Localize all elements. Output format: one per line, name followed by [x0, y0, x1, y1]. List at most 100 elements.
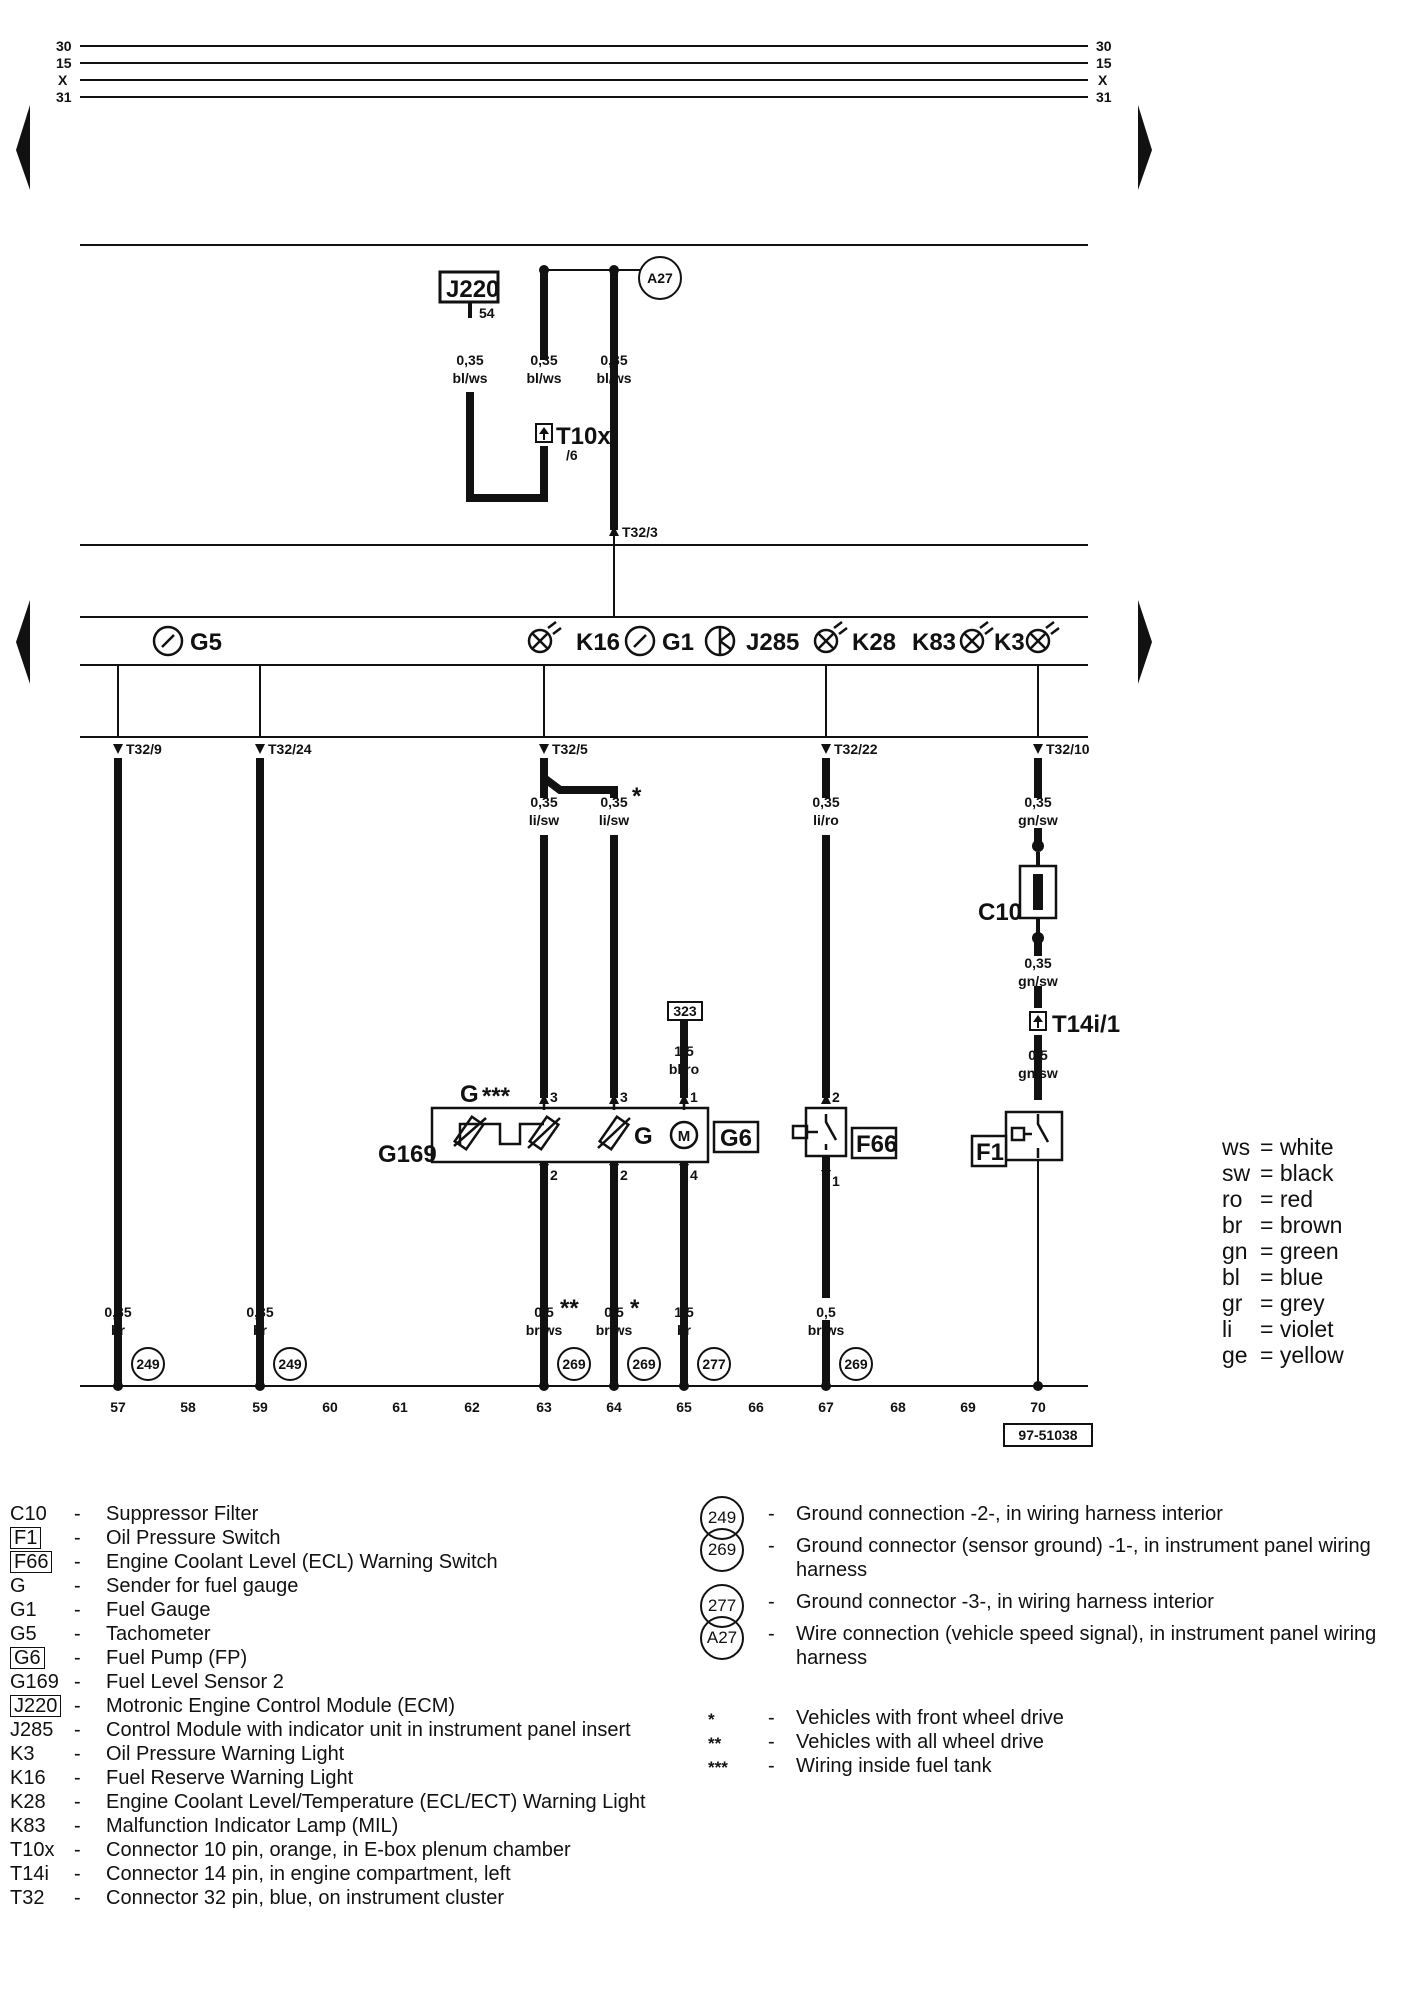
wire-size: 0,5: [1028, 1047, 1048, 1063]
legend-dash: -: [74, 1647, 81, 1669]
g6-box: [712, 1120, 760, 1154]
g169-sensor-icon: [452, 1114, 487, 1152]
c10-terminal: [1032, 840, 1044, 852]
legend-code: K3: [10, 1743, 35, 1765]
pin-3: 3: [550, 1089, 558, 1105]
legend-dash: -: [74, 1599, 81, 1621]
wire-size: 0,35: [246, 1304, 273, 1320]
g-sender-icon-63: [527, 1114, 561, 1152]
wiring-diagram: 30 15 X 31 30 15 X 31 J220 54 A27 0,35 b…: [16, 38, 1152, 1447]
t32-22-label: T32/22: [834, 741, 878, 757]
ground-circle-icon: A27: [700, 1616, 744, 1660]
box-323: [667, 1001, 703, 1021]
box-323-label: 323: [673, 1003, 697, 1019]
ground-269-c: 269: [839, 1347, 873, 1381]
legend-description: Engine Coolant Level (ECL) Warning Switc…: [106, 1551, 498, 1573]
f1-box: [970, 1134, 1008, 1168]
svg-text:68: 68: [890, 1399, 906, 1415]
k16-lamp-icon: [527, 621, 562, 654]
legend-dash: -: [74, 1695, 81, 1717]
legend-item: K28-Engine Coolant Level/Temperature (EC…: [10, 1790, 710, 1814]
prev-page-arrow-top[interactable]: [16, 105, 30, 190]
legend-item: A27-Wire connection (vehicle speed signa…: [700, 1616, 1400, 1670]
legend-description: Oil Pressure Switch: [106, 1527, 281, 1549]
legend-code: G: [10, 1575, 26, 1597]
legend-code: G1: [10, 1599, 37, 1621]
wire-size: 0,35: [600, 352, 627, 368]
svg-text:269: 269: [632, 1356, 656, 1372]
legend-code: G169: [10, 1671, 59, 1693]
rail-30-left: 30: [56, 38, 72, 54]
legend-dash: -: [768, 1623, 775, 1645]
ground-269-a: 269: [557, 1347, 591, 1381]
legend-item: G-Sender for fuel gauge: [10, 1574, 710, 1598]
legend-item: G1-Fuel Gauge: [10, 1598, 710, 1622]
legend-dash: -: [768, 1707, 775, 1729]
legend-description: Control Module with indicator unit in in…: [106, 1719, 631, 1741]
legend-code: T14i: [10, 1863, 49, 1885]
t32-5-label: T32/5: [552, 741, 588, 757]
svg-text:70: 70: [1030, 1399, 1046, 1415]
pin-4: 4: [690, 1167, 698, 1183]
legend-item: C10-Suppressor Filter: [10, 1502, 710, 1526]
g5-gauge-icon: [152, 625, 184, 657]
color-key-row: ro= red: [1222, 1186, 1314, 1212]
legend-description: Ground connector -3-, in wiring harness …: [796, 1591, 1214, 1613]
g5-label: G5: [190, 629, 222, 656]
wire-size: 1,5: [674, 1043, 694, 1059]
legend-description: Fuel Pump (FP): [106, 1647, 248, 1669]
k28-label: K28: [852, 629, 896, 656]
rail-30-right: 30: [1096, 38, 1112, 54]
legend-description: Wiring inside fuel tank: [796, 1755, 992, 1777]
junction-dot: [609, 265, 619, 275]
wire-color: bl/ro: [669, 1061, 699, 1077]
svg-text:249: 249: [278, 1356, 302, 1372]
legend-spacer: [700, 1678, 1400, 1706]
wire-size: 0,35: [812, 794, 839, 810]
ground-and-notes-legend: 249-Ground connection -2-, in wiring har…: [700, 1496, 1400, 1778]
t32-10-label: T32/10: [1046, 741, 1090, 757]
legend-code: T10x: [10, 1839, 55, 1861]
wire-color: gn/sw: [1018, 973, 1058, 989]
g1-label: G1: [662, 629, 694, 656]
a27-label: A27: [647, 270, 673, 286]
wire-size: 0,35: [600, 794, 627, 810]
legend-dash: -: [74, 1503, 81, 1525]
note-marker: ***: [708, 1758, 728, 1777]
junction-dot: [539, 265, 549, 275]
legend-dash: -: [768, 1591, 775, 1613]
ground-circle-icon: 269: [700, 1528, 744, 1572]
rail-15-right: 15: [1096, 55, 1112, 71]
reference-number: 97-51038: [1018, 1427, 1077, 1443]
next-page-arrow-bottom[interactable]: [1138, 600, 1152, 684]
wire-color: li/sw: [529, 812, 559, 828]
pin-1: 1: [690, 1089, 698, 1105]
next-page-arrow-top[interactable]: [1138, 105, 1152, 190]
legend-dash: -: [74, 1527, 81, 1549]
color-key-row: bl= blue: [1222, 1264, 1324, 1290]
top-wires: [466, 269, 648, 617]
svg-text:62: 62: [464, 1399, 480, 1415]
f1-label: F1: [976, 1139, 1004, 1166]
reference-box: [1003, 1423, 1093, 1447]
color-key-row: sw= black: [1222, 1160, 1334, 1186]
c10-element: [1033, 874, 1043, 910]
prev-page-arrow-bottom[interactable]: [16, 600, 30, 684]
top-rails: [80, 45, 1088, 98]
wire-color: bl/ws: [526, 370, 561, 386]
c10-label: C10: [978, 899, 1022, 926]
wire-size: 0,35: [530, 794, 557, 810]
rail-31-left: 31: [56, 89, 72, 105]
svg-text:66: 66: [748, 1399, 764, 1415]
k83-lamp-icon: [959, 621, 994, 654]
svg-text:65: 65: [676, 1399, 692, 1415]
wire-color: br: [677, 1322, 692, 1338]
rail-x-right: X: [1098, 72, 1108, 88]
legend-description: Malfunction Indicator Lamp (MIL): [106, 1815, 399, 1837]
fuel-sender-unit-box: [430, 1106, 710, 1164]
ground-junctions: [113, 1381, 1043, 1391]
t10x-connector: [535, 423, 553, 443]
ground-277: 277: [697, 1347, 731, 1381]
svg-text:269: 269: [562, 1356, 586, 1372]
harness-wires: [114, 758, 1042, 1386]
